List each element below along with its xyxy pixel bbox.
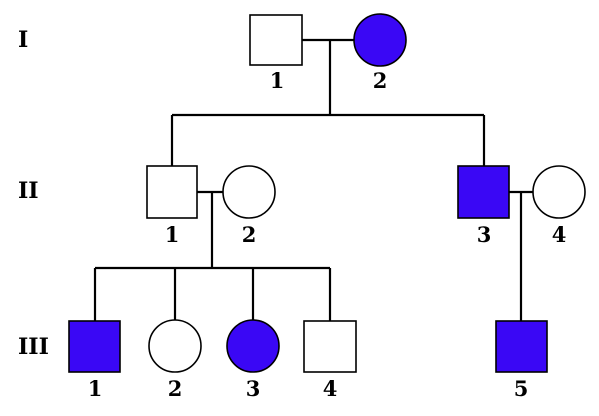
gen-i-individuals: 1 2 <box>249 13 407 93</box>
individual-i-1 <box>249 14 303 66</box>
individual-label-iii-5: 5 <box>514 376 529 401</box>
individual-iii-1 <box>68 320 121 373</box>
generation-label-i: I <box>18 27 28 53</box>
individual-ii-4 <box>532 165 586 219</box>
individual-label-ii-4: 4 <box>552 222 567 247</box>
gen-ii-individuals: 1 2 3 4 <box>146 165 586 247</box>
individual-label-ii-1: 1 <box>165 222 180 247</box>
individual-label-iii-1: 1 <box>88 376 103 401</box>
individual-label-iii-4: 4 <box>323 376 338 401</box>
individual-ii-2 <box>222 165 276 219</box>
individual-ii-1 <box>146 165 198 219</box>
individual-label-i-2: 2 <box>373 68 388 93</box>
individual-ii-3 <box>457 165 510 219</box>
individual-label-ii-3: 3 <box>477 222 492 247</box>
individual-label-ii-2: 2 <box>242 222 257 247</box>
individual-iii-5 <box>495 320 548 373</box>
individual-label-iii-3: 3 <box>246 376 261 401</box>
individual-iii-2 <box>148 319 202 373</box>
pedigree-lines <box>93 38 533 321</box>
gen-iii-individuals: 1 2 3 4 5 <box>68 319 548 401</box>
individual-iii-4 <box>303 320 357 373</box>
individual-label-i-1: 1 <box>270 68 285 93</box>
generation-label-iii: III <box>18 334 49 360</box>
generation-label-ii: II <box>18 178 39 204</box>
individual-i-2 <box>353 13 407 67</box>
individual-iii-3 <box>226 319 280 373</box>
individual-label-iii-2: 2 <box>168 376 183 401</box>
